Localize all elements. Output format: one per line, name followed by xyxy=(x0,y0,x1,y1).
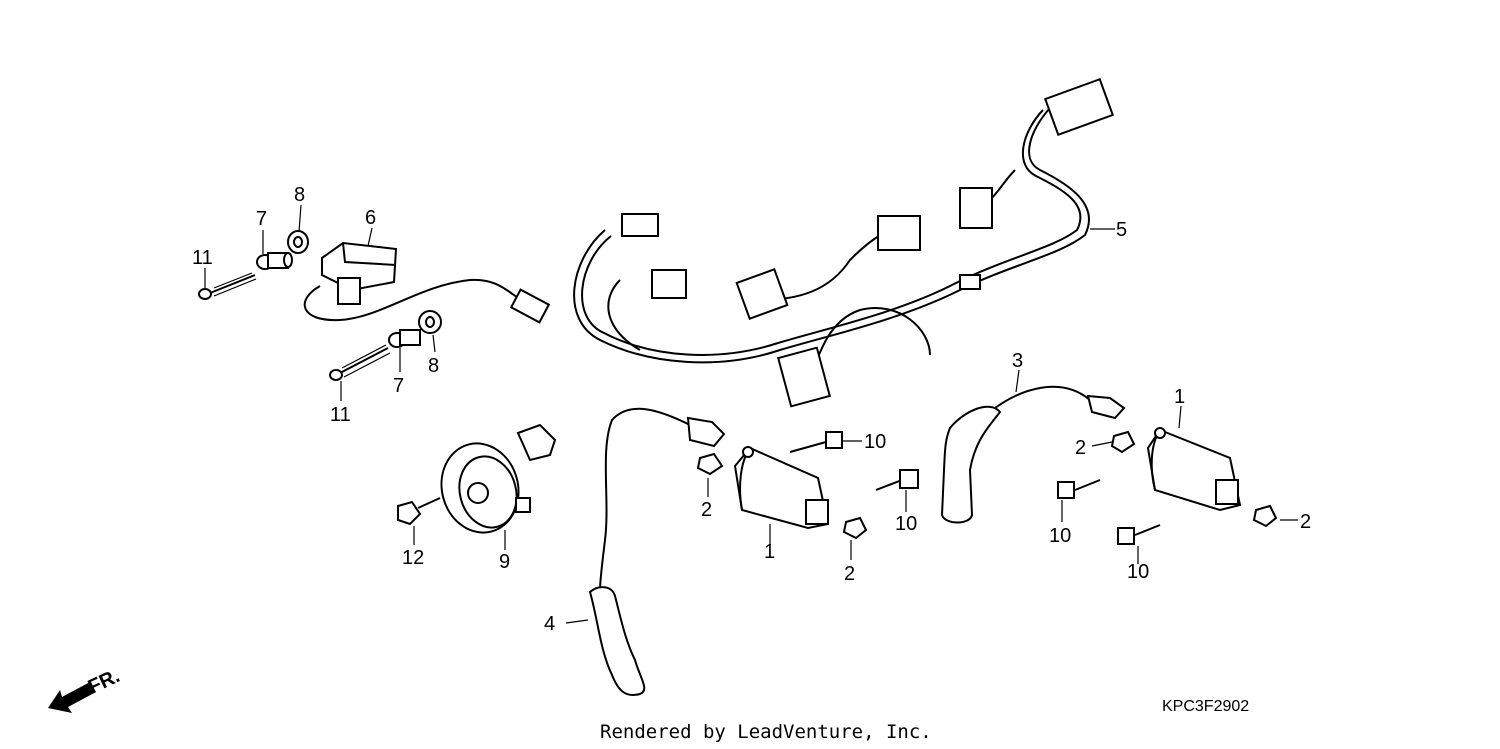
front-direction-arrow: FR. xyxy=(48,665,123,713)
callout-2-center-upper: 2 xyxy=(701,499,712,521)
callout-3: 3 xyxy=(1012,350,1023,372)
collar-7-upper xyxy=(256,252,293,270)
callout-1-right: 1 xyxy=(1174,386,1185,408)
grommet-8-upper xyxy=(287,230,309,254)
bolt-12 xyxy=(397,497,441,526)
leader-lines xyxy=(204,204,1298,624)
callout-10-right-upper: 10 xyxy=(1049,525,1071,547)
callout-11-lower: 11 xyxy=(330,404,351,426)
callout-7-lower: 7 xyxy=(393,375,404,397)
bolt-10-right-upper xyxy=(1057,479,1101,499)
ht-wire-3 xyxy=(940,385,1126,524)
bolt-10-center-upper xyxy=(789,431,843,453)
callout-7-upper: 7 xyxy=(256,208,267,230)
ignition-coil-1-right xyxy=(1146,427,1242,512)
bolt-10-center-lower xyxy=(875,469,919,491)
nut-2-right-upper xyxy=(1110,430,1136,454)
callout-2-center-lower: 2 xyxy=(844,563,855,585)
callout-10-center-lower: 10 xyxy=(895,513,917,535)
callout-5: 5 xyxy=(1116,219,1127,241)
callout-8-lower: 8 xyxy=(428,355,439,377)
collar-7-lower xyxy=(388,329,421,348)
nut-2-right-lower xyxy=(1252,504,1278,528)
callout-4: 4 xyxy=(544,613,555,635)
ignition-coil-1-center xyxy=(733,446,830,530)
diagram-code: KPC3F2902 xyxy=(1162,698,1249,715)
callout-12: 12 xyxy=(402,547,424,569)
callout-8-upper: 8 xyxy=(294,184,305,206)
bolt-10-right-lower xyxy=(1117,524,1161,545)
callout-1-center: 1 xyxy=(764,541,775,563)
horn-9 xyxy=(440,423,557,534)
relay-6 xyxy=(303,241,551,324)
nut-2-center-upper xyxy=(696,452,724,476)
callout-2-right-upper: 2 xyxy=(1075,437,1086,459)
bolt-11-lower xyxy=(329,344,391,381)
callout-10-right-lower: 10 xyxy=(1127,561,1149,583)
ht-wire-4 xyxy=(588,407,726,696)
nut-2-center-lower xyxy=(842,516,868,540)
callout-2-right-lower: 2 xyxy=(1300,511,1311,533)
callout-9: 9 xyxy=(499,551,510,573)
grommet-8-lower xyxy=(418,310,442,334)
callout-6: 6 xyxy=(365,207,376,229)
callout-10-center-upper: 10 xyxy=(864,431,886,453)
credit-text: Rendered by LeadVenture, Inc. xyxy=(600,721,932,743)
wire-harness-5 xyxy=(573,77,1115,408)
callout-11-upper: 11 xyxy=(192,247,213,269)
arrow-icon xyxy=(48,682,96,713)
bolt-11-upper xyxy=(198,272,257,300)
callout-labels: 11 7 8 6 8 7 11 5 3 1 2 10 2 10 1 2 2 10… xyxy=(192,184,1311,635)
